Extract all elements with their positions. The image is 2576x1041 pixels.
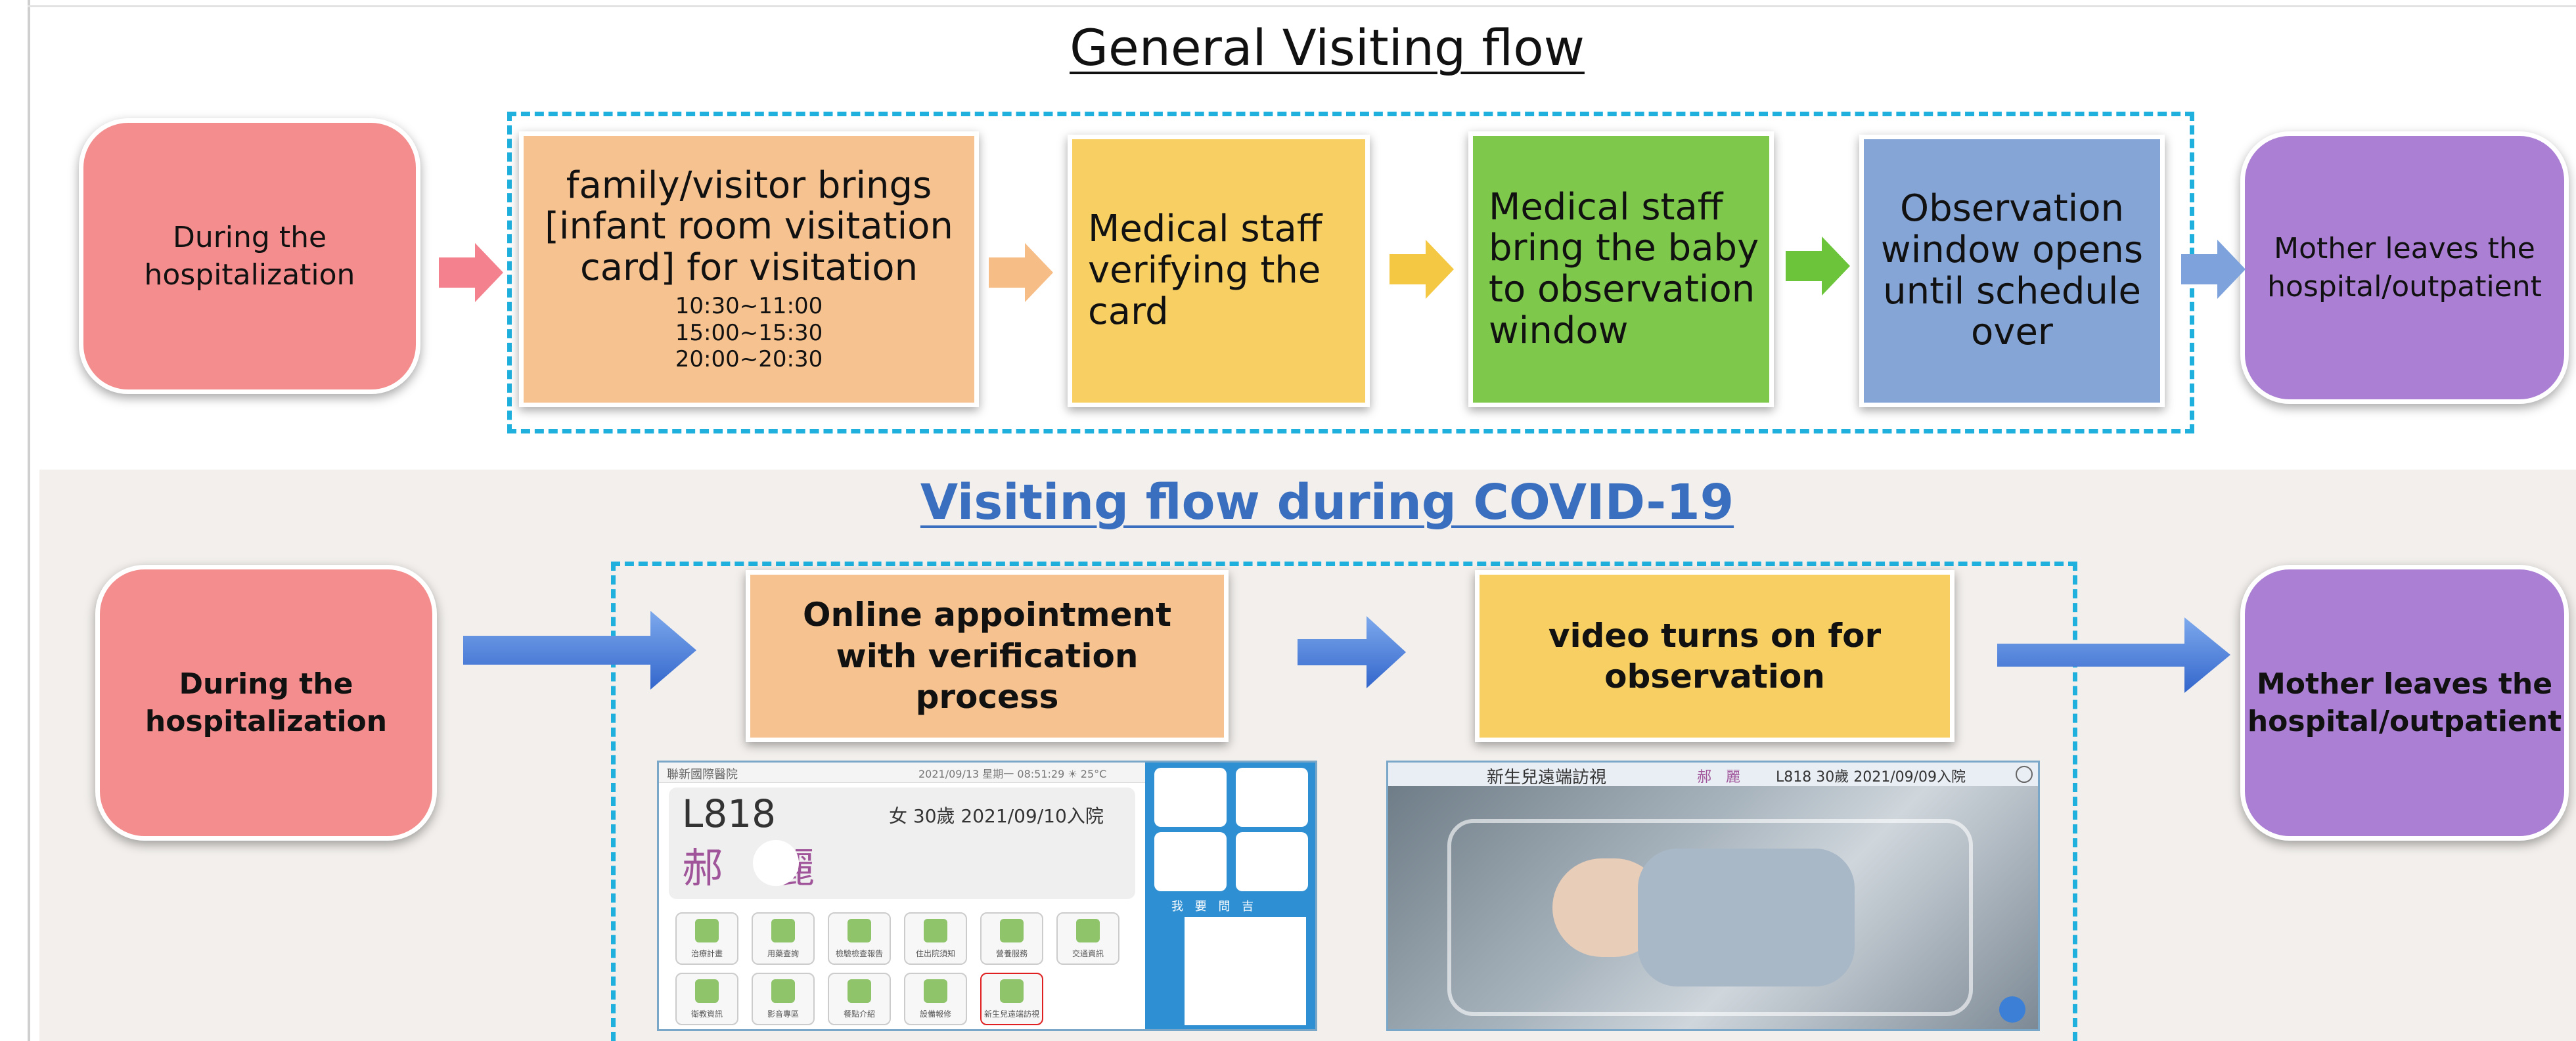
app-icon-tile[interactable]: 檢驗檢查報告 xyxy=(828,912,891,965)
video-back-button[interactable] xyxy=(2016,766,2033,783)
video-header-title: 新生兒遠端訪視 xyxy=(1487,768,1607,787)
video-header-bar: 新生兒遠端訪視 郝 麗 L818 30歲 2021/09/09入院 xyxy=(1388,763,2038,787)
covid-arrow-2 xyxy=(1298,616,1406,688)
app-tile-label: 用藥查詢 xyxy=(767,949,799,958)
app-tile-icon xyxy=(1000,979,1024,1003)
app-tile-label: 住出院須知 xyxy=(915,949,955,958)
app-icon-tile[interactable]: 交通資訊 xyxy=(1056,912,1119,965)
app-datetime: 2021/09/13 星期一 08:51:29 ☀ 25°C xyxy=(918,768,1107,780)
left-border xyxy=(28,0,30,1041)
general-start-node: During the hospitalization xyxy=(79,118,420,394)
general-flow-title: General Visiting flow xyxy=(1070,18,1585,77)
general-end-node: Mother leaves the hospital/outpatient xyxy=(2240,131,2569,404)
general-arrow-2 xyxy=(989,243,1053,302)
covid-flow-title: Visiting flow during COVID-19 xyxy=(920,474,1734,531)
bedside-app-screenshot: 聯新國際醫院 2021/09/13 星期一 08:51:29 ☀ 25°C L8… xyxy=(657,761,1317,1031)
general-step1-label: family/visitor brings [infant room visit… xyxy=(545,164,953,290)
name-redaction xyxy=(753,840,799,886)
general-arrow-3 xyxy=(1390,240,1454,299)
app-tile-icon xyxy=(771,979,795,1003)
general-end-label: Mother leaves the hospital/outpatient xyxy=(2267,232,2542,303)
app-icon-tile[interactable]: 新生兒遠端訪視 xyxy=(980,973,1043,1025)
app-tile-icon xyxy=(1076,919,1100,942)
app-tile-icon xyxy=(771,919,795,942)
general-step3-node: Medical staff bring the baby to observat… xyxy=(1468,131,1774,407)
video-header-info: L818 30歲 2021/09/09入院 xyxy=(1776,769,1966,786)
cleaning-button[interactable] xyxy=(1236,832,1308,891)
general-arrow-5 xyxy=(2181,240,2246,299)
video-header-name: 郝 麗 xyxy=(1697,769,1741,786)
general-arrow-1 xyxy=(439,243,503,302)
app-tile-label: 設備報修 xyxy=(919,1009,951,1019)
general-step1-node: family/visitor brings [infant room visit… xyxy=(519,131,979,407)
top-border xyxy=(28,5,2576,7)
app-patient-card: L818 女 30歲 2021/09/10入院 郝 麗 xyxy=(669,787,1135,899)
general-step3-label: Medical staff bring the baby to observat… xyxy=(1489,185,1759,352)
call-nurse-button[interactable] xyxy=(1154,832,1227,891)
general-step4-label: Observation window opens until schedule … xyxy=(1880,187,2144,354)
covid-step2-label: video turns on for observation xyxy=(1548,616,1882,696)
app-tile-icon xyxy=(847,919,871,942)
app-tile-label: 交通資訊 xyxy=(1072,949,1104,958)
app-patient-info: 女 30歲 2021/09/10入院 xyxy=(889,805,1104,827)
covid-step2-node: video turns on for observation xyxy=(1475,570,1955,742)
call-help-button[interactable] xyxy=(1154,768,1227,827)
side-panel-title: 我 要 問 吉 xyxy=(1171,900,1258,914)
video-stream-screenshot: 新生兒遠端訪視 郝 麗 L818 30歲 2021/09/09入院 xyxy=(1386,761,2040,1031)
covid-end-node: Mother leaves the hospital/outpatient xyxy=(2240,565,2569,841)
general-time-1: 10:30~11:00 xyxy=(675,292,823,319)
covid-start-label: During the hospitalization xyxy=(145,667,388,738)
side-panel-content xyxy=(1185,917,1306,1025)
app-icon-tile[interactable]: 用藥查詢 xyxy=(752,912,815,965)
bassinet xyxy=(1447,819,1973,1016)
covid-step1-label: Online appointment with verification pro… xyxy=(802,596,1172,717)
app-icon-tile[interactable]: 住出院須知 xyxy=(904,912,967,965)
general-step2-node: Medical staff verifying the card xyxy=(1068,135,1370,407)
app-tile-icon xyxy=(847,979,871,1003)
call-icon[interactable] xyxy=(1999,996,2025,1023)
app-tile-icon xyxy=(695,979,719,1003)
app-side-panel: 我 要 問 吉 xyxy=(1145,763,1315,1029)
app-icon-tile[interactable]: 治療計畫 xyxy=(675,912,738,965)
app-tile-label: 治療計畫 xyxy=(690,949,723,958)
app-tile-label: 影音專區 xyxy=(767,1009,799,1019)
app-icon-tile[interactable]: 影音專區 xyxy=(752,973,815,1025)
app-tile-icon xyxy=(924,919,947,942)
change-drip-button[interactable] xyxy=(1236,768,1308,827)
general-time-3: 20:00~20:30 xyxy=(675,346,823,373)
app-tile-label: 檢驗檢查報告 xyxy=(835,949,883,958)
covid-arrow-1 xyxy=(463,611,696,690)
app-tile-icon xyxy=(1000,919,1024,942)
app-icon-tile[interactable]: 餐點介紹 xyxy=(828,973,891,1025)
covid-start-node: During the hospitalization xyxy=(95,565,437,841)
app-room-number: L818 xyxy=(682,791,777,836)
app-icon-tile[interactable]: 設備報修 xyxy=(904,973,967,1025)
app-tile-icon xyxy=(695,919,719,942)
general-time-2: 15:00~15:30 xyxy=(675,319,823,346)
app-hospital-name: 聯新國際醫院 xyxy=(667,768,738,782)
app-icon-grid: 治療計畫 用藥查詢 檢驗檢查報告 住出院須知 營養服務 交通資訊衛教資訊 影音專區 餐點介紹 設… xyxy=(669,906,1135,1029)
app-patient-name: 郝 麗 xyxy=(682,844,821,892)
app-icon-tile[interactable]: 營養服務 xyxy=(980,912,1043,965)
general-step4-node: Observation window opens until schedule … xyxy=(1859,135,2165,407)
app-tile-icon xyxy=(924,979,947,1003)
app-tile-label: 衛教資訊 xyxy=(690,1009,723,1019)
covid-arrow-3 xyxy=(1997,617,2230,693)
covid-flow-dashed-frame xyxy=(611,562,2077,1041)
general-arrow-4 xyxy=(1786,236,1850,296)
general-start-label: During the hospitalization xyxy=(144,220,355,292)
baby-blanket xyxy=(1638,849,1855,986)
covid-step1-node: Online appointment with verification pro… xyxy=(746,570,1229,742)
video-frame xyxy=(1388,786,2038,1029)
covid-end-label: Mother leaves the hospital/outpatient xyxy=(2247,667,2562,738)
app-tile-label: 新生兒遠端訪視 xyxy=(983,1009,1039,1019)
general-step2-label: Medical staff verifying the card xyxy=(1088,208,1322,333)
app-tile-label: 餐點介紹 xyxy=(843,1009,875,1019)
app-tile-label: 營養服務 xyxy=(995,949,1028,958)
app-icon-tile[interactable]: 衛教資訊 xyxy=(675,973,738,1025)
